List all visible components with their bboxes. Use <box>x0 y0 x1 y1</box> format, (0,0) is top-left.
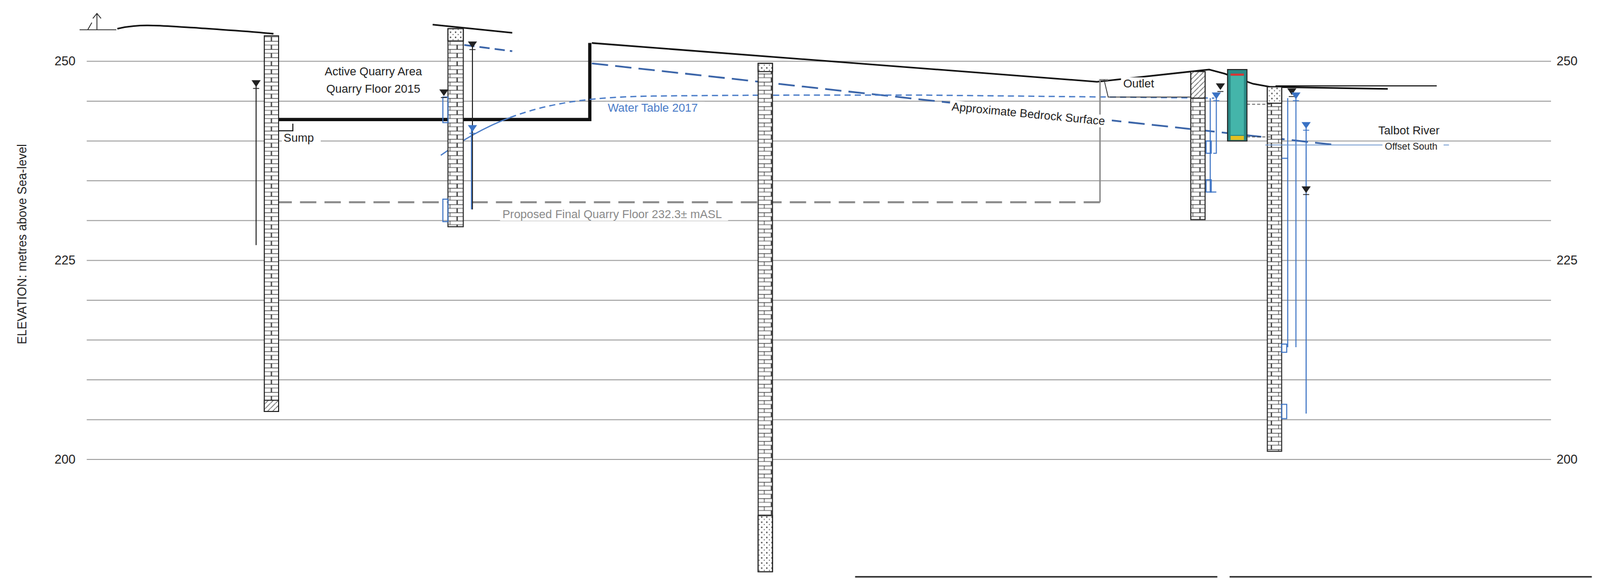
well-pipes <box>255 44 1307 419</box>
borehole-log <box>448 28 464 227</box>
water-levels <box>251 41 1311 195</box>
water-level-mark <box>467 125 477 134</box>
axis-title: ELEVATION: metres above Sea-level <box>15 137 29 347</box>
water-level-mark <box>1301 122 1311 131</box>
nest-guide <box>1247 104 1271 137</box>
final-floor-line <box>275 201 1101 204</box>
river-label: Offset South <box>1382 141 1444 153</box>
well-pipe <box>1281 95 1307 414</box>
axis-value: 250 <box>52 54 83 68</box>
boreholes <box>264 28 1282 572</box>
axis-value: 200 <box>52 452 83 467</box>
north-symbol <box>79 13 117 30</box>
scale-bar <box>855 576 1593 578</box>
borehole-log <box>1190 71 1206 220</box>
borehole-log <box>264 400 279 412</box>
well-screen <box>1206 141 1212 154</box>
well-screen <box>442 199 449 222</box>
final-floor-label: Proposed Final Quarry Floor 232.3± mASL <box>500 208 729 221</box>
ground-line <box>432 24 513 34</box>
borehole-log <box>448 28 464 41</box>
well-pipe <box>470 128 472 210</box>
sump <box>277 119 293 131</box>
borehole-log <box>1267 86 1282 452</box>
borehole-log <box>1190 71 1206 98</box>
bedrock-label: Approximate Bedrock Surface <box>949 100 1113 129</box>
river-label: Talbot River <box>1376 124 1447 137</box>
water-table-2017 <box>510 94 1215 118</box>
water-level-mark <box>1211 92 1221 102</box>
water-level-mark <box>467 41 477 51</box>
outlet-pipe <box>1100 79 1109 203</box>
water-level-mark <box>1216 83 1226 92</box>
well-screen <box>1281 403 1288 419</box>
monitoring-nest <box>1227 69 1271 142</box>
area-label: Active Quarry Area <box>322 65 429 78</box>
water-level-mark <box>1301 186 1311 195</box>
proposed-final-floor <box>275 79 1198 203</box>
north-arrow <box>79 13 117 30</box>
borehole-log <box>1267 86 1282 104</box>
area-label: Quarry Floor 2015 <box>324 82 428 95</box>
axis-value: 250 <box>1554 54 1585 68</box>
well-screen <box>442 96 449 123</box>
ground-line <box>1275 85 1437 87</box>
water-level-mark <box>439 89 449 98</box>
water-level-mark <box>1291 92 1301 102</box>
nest-casing <box>1227 69 1248 142</box>
nest-fill <box>1230 75 1244 135</box>
borehole-log <box>758 63 773 72</box>
bedrock-surface <box>591 63 1337 145</box>
borehole-log <box>264 35 279 412</box>
axis-value: 225 <box>52 253 83 268</box>
well-screen <box>1281 343 1288 353</box>
water-level-mark <box>251 80 261 89</box>
nest-base <box>1230 135 1244 141</box>
water-table-label: Water Table 2017 <box>605 101 705 115</box>
nest-cap <box>1230 73 1244 76</box>
ground-line <box>117 25 274 34</box>
borehole-log <box>758 515 773 572</box>
feature-label: Sump <box>281 131 321 144</box>
feature-label: Outlet <box>1121 77 1161 91</box>
well-pipe <box>255 83 257 245</box>
ground-line <box>591 43 1388 90</box>
well-screen <box>1206 179 1212 192</box>
axis-value: 225 <box>1554 253 1585 268</box>
axis-value: 200 <box>1554 452 1585 467</box>
borehole-log <box>758 63 773 572</box>
